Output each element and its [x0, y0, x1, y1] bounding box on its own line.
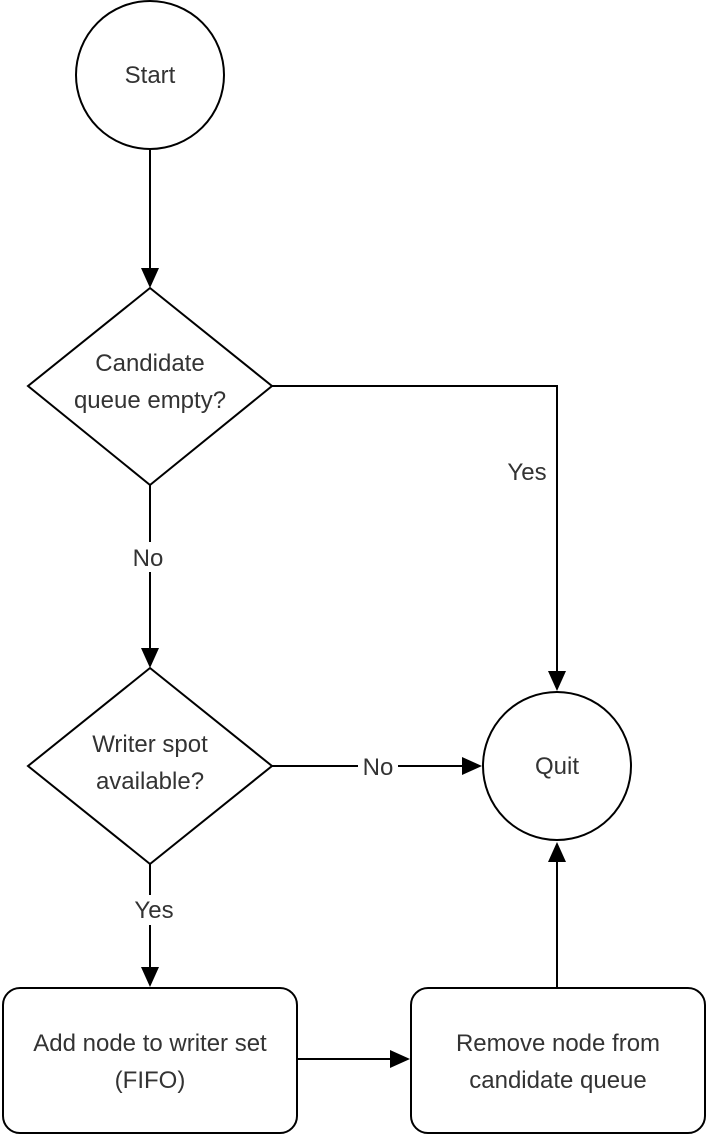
svg-text:candidate queue: candidate queue — [469, 1067, 647, 1094]
process-add-node-to-writer-set: Add node to writer set (FIFO) — [2, 987, 298, 1134]
arrowhead — [548, 842, 566, 862]
svg-text:Start: Start — [125, 62, 176, 89]
arrowhead — [141, 967, 159, 987]
edge-remove-node-to-quit — [548, 842, 566, 988]
svg-text:queue empty?: queue empty? — [74, 387, 226, 414]
edge-start-to-queue-check — [141, 150, 159, 288]
edge-queue-empty-no-to-writer-check — [141, 485, 159, 668]
edge-add-node-to-remove-node — [297, 1050, 410, 1068]
svg-text:Yes: Yes — [507, 459, 546, 486]
svg-text:Remove node from: Remove node from — [456, 1030, 660, 1057]
svg-text:Add node to writer set: Add node to writer set — [33, 1030, 267, 1057]
svg-text:Candidate: Candidate — [95, 350, 204, 377]
edge-label-queue-empty-no: No — [128, 542, 168, 572]
svg-text:Writer spot: Writer spot — [92, 731, 208, 758]
svg-text:Quit: Quit — [535, 753, 579, 780]
start-node: Start — [75, 0, 225, 150]
edge-writer-spot-yes-to-add-node — [141, 864, 159, 987]
svg-text:(FIFO): (FIFO) — [115, 1067, 186, 1094]
svg-text:Yes: Yes — [134, 897, 173, 924]
svg-text:No: No — [133, 545, 164, 572]
svg-text:available?: available? — [96, 768, 204, 795]
edge-label-writer-spot-yes: Yes — [130, 895, 178, 925]
arrowhead — [390, 1050, 410, 1068]
process-remove-node-from-candidate-queue: Remove node from candidate queue — [410, 987, 706, 1134]
edge-label-writer-spot-no: No — [358, 751, 398, 781]
arrowhead — [141, 268, 159, 288]
decision-writer-spot-available: Writer spot available? — [26, 666, 274, 866]
arrowhead — [141, 648, 159, 668]
edge-queue-empty-yes-to-quit — [272, 385, 566, 691]
decision-candidate-queue-empty: Candidate queue empty? — [26, 286, 274, 487]
arrowhead — [548, 671, 566, 691]
edge-label-queue-empty-yes: Yes — [504, 457, 550, 487]
quit-node: Quit — [482, 691, 632, 841]
svg-text:No: No — [363, 754, 394, 781]
arrowhead — [462, 757, 482, 775]
